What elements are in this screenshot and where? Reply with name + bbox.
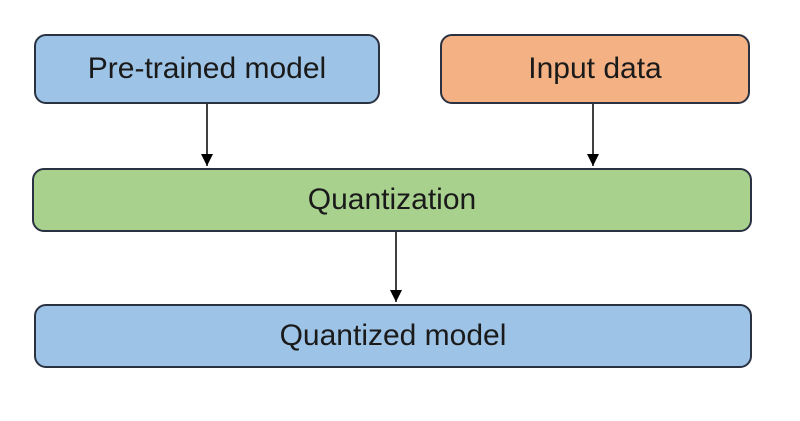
- node-quantization: Quantization: [32, 168, 752, 232]
- node-quantized-model: Quantized model: [34, 304, 752, 368]
- node-pretrained-model: Pre-trained model: [34, 34, 380, 104]
- node-input-data: Input data: [440, 34, 750, 104]
